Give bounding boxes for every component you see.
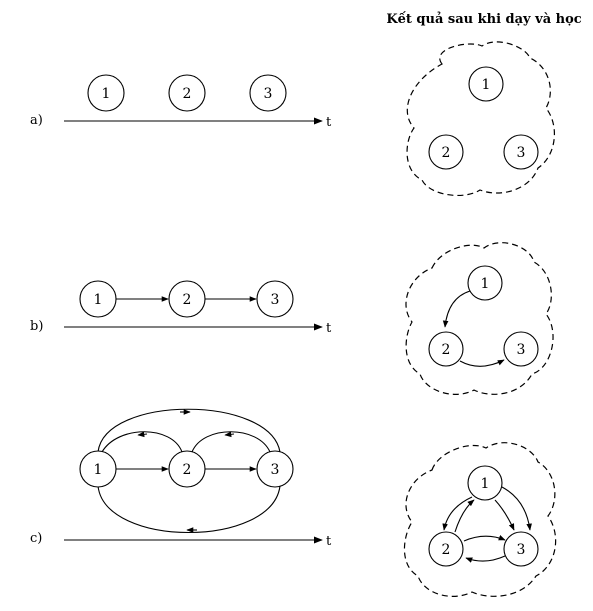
row-c-result-node-2-label: 2 xyxy=(442,542,451,558)
row-b-node-2 xyxy=(168,280,206,318)
row-b-result-arrow-1-2 xyxy=(442,290,471,328)
row-b-node-1 xyxy=(79,280,117,318)
row-a-axis-label: t xyxy=(326,115,332,130)
row-b-result-node-2-label: 2 xyxy=(442,342,451,358)
header-title: Kết quả sau khi dạy và học xyxy=(386,11,581,27)
row-c-arc-3-1 xyxy=(97,485,281,534)
row-a-result-cloud xyxy=(406,41,555,197)
row-c-axis-label: t xyxy=(326,534,332,549)
row-a-node-1 xyxy=(87,74,125,112)
row-a: a) t 1 2 3 1 2 3 xyxy=(30,41,555,197)
row-b-node-1-label: 1 xyxy=(94,292,103,308)
row-c-arc-2-1-head xyxy=(137,431,148,438)
row-b-label: b) xyxy=(30,319,43,334)
row-b-result-node-2 xyxy=(428,331,464,367)
row-b-result-node-1 xyxy=(467,265,503,301)
row-c-result-node-2 xyxy=(428,531,464,567)
row-c-arc-1-3 xyxy=(97,408,281,453)
row-b-node-3-label: 3 xyxy=(271,292,280,308)
row-a-result-node-2-label: 2 xyxy=(442,145,451,161)
row-c-result-node-3-label: 3 xyxy=(517,542,526,558)
row-c: c) t 1 2 3 1 2 3 xyxy=(30,408,557,597)
row-a-node-2 xyxy=(168,74,206,112)
row-c-node-2 xyxy=(168,450,206,488)
row-c-result-node-1-label: 1 xyxy=(481,476,490,492)
row-a-node-3-label: 3 xyxy=(264,86,273,102)
row-c-node-3 xyxy=(256,450,294,488)
row-c-result-arrow-1-3 xyxy=(494,499,515,531)
row-c-arc-3-2-head xyxy=(224,431,235,438)
row-c-result-node-1 xyxy=(467,465,503,501)
row-b-axis-label: t xyxy=(326,321,332,336)
row-b-node-2-label: 2 xyxy=(183,292,192,308)
row-a-label: a) xyxy=(30,113,43,128)
row-c-result-node-3 xyxy=(503,531,539,567)
row-b-result-node-3 xyxy=(503,331,539,367)
row-c-node-1-label: 1 xyxy=(94,462,103,478)
row-c-node-2-label: 2 xyxy=(183,462,192,478)
row-c-result-arrow-2-1 xyxy=(454,499,475,533)
row-a-result-node-2 xyxy=(428,134,464,170)
row-c-result-cloud xyxy=(403,442,557,597)
row-a-result-node-1 xyxy=(468,66,504,102)
row-a-node-2-label: 2 xyxy=(183,86,192,102)
row-a-node-1-label: 1 xyxy=(102,86,111,102)
row-a-result-node-3-label: 3 xyxy=(517,145,526,161)
row-a-result-node-1-label: 1 xyxy=(482,77,491,93)
row-c-label: c) xyxy=(30,531,42,546)
row-c-result-arrow-1-2 xyxy=(442,496,473,531)
row-c-node-1 xyxy=(79,450,117,488)
row-b-node-3 xyxy=(256,280,294,318)
row-b-result-cloud xyxy=(405,242,554,395)
row-b-result-arrow-2-3 xyxy=(459,359,505,367)
row-b-result-node-3-label: 3 xyxy=(517,342,526,358)
row-b-result-node-1-label: 1 xyxy=(481,276,490,292)
row-a-node-3 xyxy=(249,74,287,112)
row-c-result-arrow-2-3 xyxy=(463,535,506,542)
row-c-node-3-label: 3 xyxy=(271,462,280,478)
row-c-result-arrow-3-2 xyxy=(465,555,506,563)
row-c-result-arrow-3-1 xyxy=(501,486,532,531)
row-a-result-node-3 xyxy=(503,134,539,170)
row-b: b) t 1 2 3 1 2 3 xyxy=(30,242,554,395)
